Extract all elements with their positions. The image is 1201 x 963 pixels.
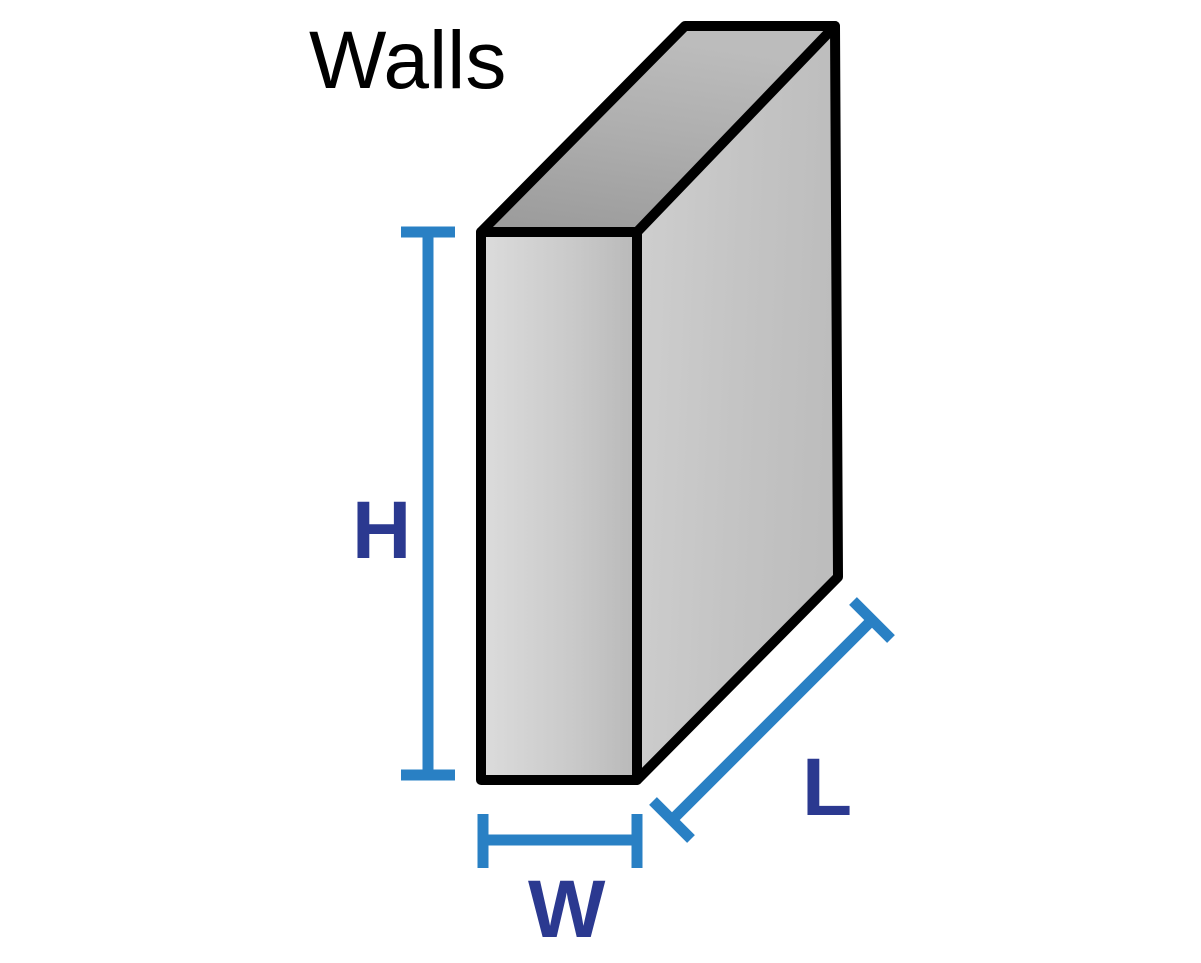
dimension-width: W <box>477 814 643 955</box>
page-title: Walls <box>309 15 506 106</box>
length-dimension-cap-far <box>849 597 895 643</box>
dimension-length: L <box>649 597 895 843</box>
length-dimension-cap-near <box>649 797 695 843</box>
length-dimension-shaft <box>668 616 876 824</box>
prism-body <box>481 26 838 780</box>
face-top <box>481 26 835 232</box>
dimension-height: H <box>352 226 455 781</box>
height-label: H <box>352 485 411 576</box>
length-label: L <box>802 742 852 833</box>
edge-right-back-vertical <box>632 21 843 785</box>
face-front <box>481 232 637 780</box>
width-label: W <box>528 864 606 955</box>
face-right-side <box>637 26 838 780</box>
edge-top-face <box>476 21 840 237</box>
prism-outline <box>476 21 843 785</box>
